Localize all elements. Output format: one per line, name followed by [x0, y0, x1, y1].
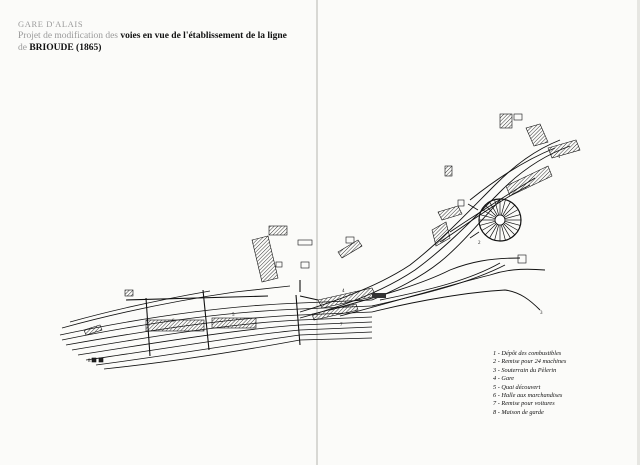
building [525, 123, 549, 147]
roundhouse-stall-line [500, 224, 506, 241]
building [345, 236, 355, 244]
legend-item: 6 - Halle aux marchandises [493, 392, 563, 400]
building [431, 221, 451, 247]
building [444, 165, 453, 177]
page-edge [637, 0, 640, 465]
small-building [91, 357, 97, 363]
title-project-bold: voies en vue de l'établissement de la li… [120, 31, 287, 41]
label-number-4: 4 [342, 289, 345, 294]
building [300, 261, 310, 269]
title-line-project: Projet de modification des voies en vue … [18, 30, 287, 42]
plan-title: GARE D'ALAIS Projet de modification des … [18, 18, 287, 54]
transverse-roads [125, 280, 319, 357]
title-brioude-bold: BRIOUDE (1865) [29, 43, 102, 53]
roundhouse-stall-line [479, 214, 496, 220]
plan-numbers: 4 7 6 5 2 3 1 8 [88, 155, 561, 364]
roundhouse-stall-line [503, 223, 516, 236]
label-number-1: 1 [558, 155, 561, 160]
fuel-depot-1 [547, 139, 581, 159]
label-number-2: 2 [478, 241, 481, 246]
legend-item: 1 - Dépôt des combustibles [493, 350, 562, 357]
roundhouse-stall-line [494, 224, 500, 241]
building [513, 113, 523, 121]
label-number-6: 6 [172, 319, 175, 324]
building [83, 324, 103, 336]
roundhouse-stall-line [484, 223, 497, 236]
legend-item: 8 - Maison de garde [493, 408, 544, 416]
roundhouse-stall-line [504, 222, 519, 231]
roundhouse-stall-line [484, 204, 497, 217]
label-number-5: 5 [232, 313, 235, 318]
roundhouse-stall-line [504, 209, 519, 218]
label-number-7: 7 [340, 323, 343, 328]
building [251, 235, 279, 283]
legend-item: 3 - Souterrain du Pèlerin [493, 366, 557, 374]
roundhouse-stall-line [479, 220, 496, 226]
roundhouse-stall-line [504, 220, 521, 226]
legend-item: 2 - Remise pour 24 machines [493, 358, 567, 366]
roundhouse-stall-line [489, 224, 498, 239]
roundhouse-stall-line [489, 201, 498, 216]
building [337, 239, 363, 259]
plan-legend: 1 - Dépôt des combustibles 2 - Remise po… [493, 350, 566, 417]
roundhouse-stall-line [504, 214, 521, 220]
book-spine-fold [316, 0, 318, 465]
roundhouse-stall-line [503, 204, 516, 217]
building [505, 165, 553, 197]
station-complex [311, 287, 386, 321]
legend-item: 5 - Quai découvert [493, 383, 541, 391]
platform-block [372, 293, 386, 298]
title-line-brioude: de BRIOUDE (1865) [18, 42, 287, 54]
title-project-faint: Projet de modification des [18, 31, 118, 41]
roundhouse-stall-line [500, 199, 506, 216]
roundhouse-stall-line [481, 222, 496, 231]
title-line-station: GARE D'ALAIS [18, 19, 84, 29]
roundhouse-stall-line [502, 224, 511, 239]
building [124, 289, 134, 297]
building [275, 261, 283, 268]
surrounding-buildings [83, 113, 581, 363]
carriage-shed-7 [311, 303, 359, 321]
label-number-8: 8 [88, 359, 91, 364]
building [499, 113, 513, 129]
roundhouse-stall-line [494, 199, 500, 216]
roundhouse-stall-line [481, 209, 496, 218]
building [457, 199, 465, 207]
roundhouse-stall-line [502, 201, 511, 216]
goods-hall-6 [145, 319, 205, 332]
legend-item: 7 - Remise pour voitures [493, 400, 555, 408]
roundhouse-2 [467, 198, 522, 242]
building [437, 205, 463, 221]
building [268, 225, 288, 236]
open-quay-5 [211, 317, 257, 329]
yard-buildings [145, 317, 257, 332]
building [517, 254, 527, 264]
yard-tracks [59, 285, 373, 370]
legend-item: 4 - Gare [493, 375, 515, 383]
title-de-faint: de [18, 43, 27, 53]
building [297, 239, 313, 246]
small-building [98, 357, 104, 363]
label-number-3: 3 [540, 311, 543, 316]
